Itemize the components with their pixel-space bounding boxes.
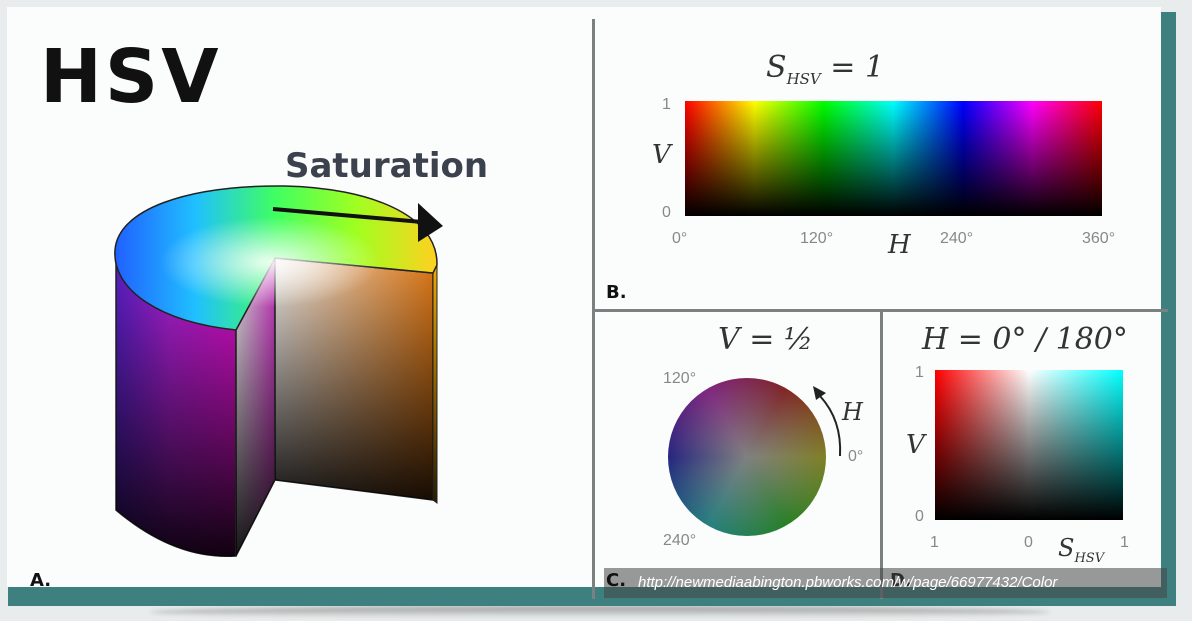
panel-d-x-tick-right: 1 — [1120, 534, 1129, 551]
frame-shadow — [150, 606, 1050, 618]
panel-b-y-axis-label: V — [652, 140, 671, 170]
divider-vertical-main — [592, 19, 595, 599]
hue-value-gradient — [685, 101, 1102, 216]
panel-d-x-axis-label-main: S — [1058, 534, 1075, 562]
panel-d-x-tick-mid: 0 — [1024, 534, 1033, 551]
panel-b-x-tick-360: 360° — [1082, 230, 1116, 247]
panel-d-title: H = 0° / 180° — [922, 322, 1128, 357]
source-url-caption: http://newmediaabington.pbworks.com/w/pa… — [604, 568, 1167, 598]
panel-a-label: A. — [30, 570, 52, 591]
panel-b-title: SHSV = 1 — [766, 50, 884, 88]
panel-d-y-tick-1: 1 — [915, 364, 924, 381]
panel-c-angle-120: 120° — [663, 370, 697, 387]
panel-b-title-sub: HSV — [786, 70, 821, 88]
panel-d-y-tick-0: 0 — [915, 508, 924, 525]
panel-c-hue-label: H — [842, 398, 863, 426]
hue-saturation-disk — [668, 378, 826, 536]
saturation-value-gradient — [935, 370, 1123, 520]
panel-b-x-axis-label: H — [888, 230, 911, 260]
panel-c-angle-0: 0° — [848, 448, 864, 465]
panel-d-x-axis-label-sub: HSV — [1074, 550, 1105, 566]
panel-c-label: C. — [606, 570, 627, 591]
hue-arrow — [813, 386, 842, 457]
panel-d-x-tick-left: 1 — [930, 534, 939, 551]
saturation-label: Saturation — [285, 146, 489, 186]
panel-b-y-tick-0: 0 — [662, 204, 671, 221]
panel-b-title-rest: = 1 — [820, 50, 885, 85]
panel-b-y-tick-1: 1 — [662, 96, 671, 113]
panel-d-y-axis-label: V — [906, 430, 925, 460]
divider-vertical-bottom — [880, 311, 883, 599]
hsv-cylinder — [114, 185, 443, 558]
divider-horizontal-right — [594, 309, 1168, 312]
panel-b-x-tick-240: 240° — [940, 230, 974, 247]
panel-b-label: B. — [606, 282, 627, 303]
panel-b-x-tick-120: 120° — [800, 230, 834, 247]
panel-b-x-tick-0: 0° — [672, 230, 688, 247]
panel-b-title-main: S — [766, 50, 787, 85]
panel-d-x-axis-label: SHSV — [1058, 534, 1104, 566]
page-title: HSV — [40, 34, 222, 120]
panel-c-title: V = ½ — [718, 322, 813, 357]
panel-c-angle-240: 240° — [663, 532, 697, 549]
